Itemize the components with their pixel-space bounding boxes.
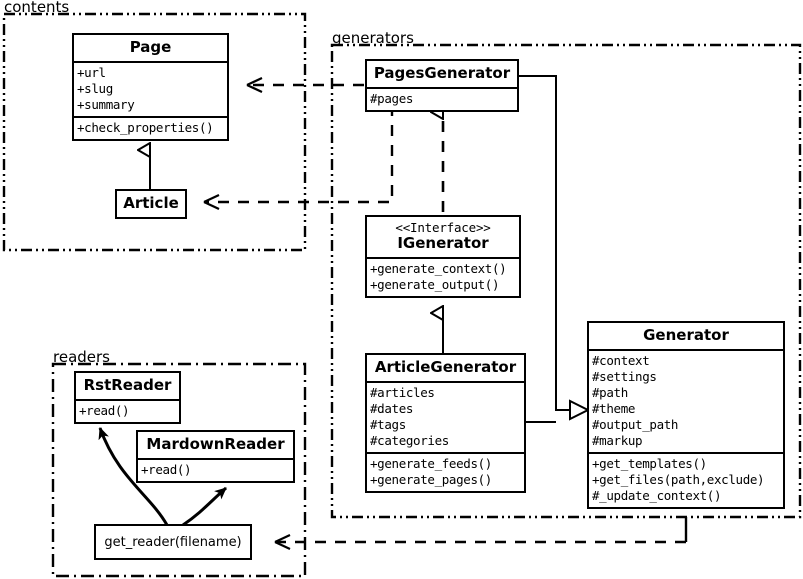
- attribute-path: #path: [592, 384, 628, 400]
- method-update-context: #_update_context(): [592, 487, 722, 503]
- method-read-markdown: +read(): [141, 461, 192, 477]
- attribute-tags: #tags: [370, 416, 406, 432]
- attribute-slug: +slug: [77, 80, 113, 96]
- class-box-pages-generator[interactable]: PagesGenerator #pages: [365, 59, 519, 112]
- attribute-categories: #categories: [370, 432, 449, 448]
- class-box-mardown-reader[interactable]: MardownReader +read(): [136, 430, 295, 483]
- attribute-markup: #markup: [592, 432, 643, 448]
- class-box-article[interactable]: Article: [115, 189, 187, 219]
- class-methods-igenerator: +generate_context() +generate_output(): [367, 259, 519, 296]
- class-stereotype-igenerator: <<Interface>>: [395, 220, 491, 235]
- method-get-files: +get_files(path,exclude): [592, 471, 765, 487]
- class-box-generator[interactable]: Generator #context #settings #path #them…: [587, 321, 785, 509]
- class-box-article-generator[interactable]: ArticleGenerator #articles #dates #tags …: [365, 353, 526, 493]
- method-generate-feeds: +generate_feeds(): [370, 455, 492, 471]
- class-box-igenerator[interactable]: <<Interface>> IGenerator +generate_conte…: [365, 215, 521, 298]
- attribute-articles: #articles: [370, 384, 435, 400]
- attribute-dates: #dates: [370, 400, 414, 416]
- attribute-output-path: #output_path: [592, 416, 679, 432]
- edge-generators-to-article: [203, 85, 394, 210]
- class-attributes-generator: #context #settings #path #theme #output_…: [589, 351, 783, 454]
- class-title-article: Article: [123, 194, 179, 212]
- attribute-context: #context: [592, 352, 650, 368]
- function-box-get-reader[interactable]: get_reader(filename): [94, 524, 252, 560]
- class-methods-mardown-reader: +read(): [138, 460, 293, 481]
- attribute-settings: #settings: [592, 368, 657, 384]
- attribute-theme: #theme: [592, 400, 636, 416]
- class-attributes-pages-generator: #pages: [367, 89, 517, 110]
- class-box-page[interactable]: Page +url +slug +summary +check_properti…: [72, 33, 229, 141]
- class-title-page: Page: [74, 35, 227, 63]
- class-title-rst-reader: RstReader: [76, 373, 179, 401]
- package-label-readers: readers: [53, 348, 110, 366]
- method-check-properties: +check_properties(): [77, 119, 214, 135]
- method-get-templates: +get_templates(): [592, 455, 707, 471]
- method-generate-output: +generate_output(): [370, 276, 500, 292]
- edge-getreader-to-mardownreader: [182, 486, 227, 527]
- attribute-summary: +summary: [77, 96, 135, 112]
- class-title-article-generator: ArticleGenerator: [367, 355, 524, 383]
- attribute-url: +url: [77, 64, 106, 80]
- method-read-rst: +read(): [79, 402, 130, 418]
- attribute-pages: #pages: [370, 90, 414, 106]
- function-label-get-reader: get_reader(filename): [104, 534, 242, 550]
- method-generate-context: +generate_context(): [370, 260, 507, 276]
- class-name-igenerator: IGenerator: [397, 234, 489, 252]
- class-title-igenerator: <<Interface>> IGenerator: [367, 217, 519, 259]
- class-methods-generator: +get_templates() +get_files(path,exclude…: [589, 454, 783, 507]
- package-label-generators: generators: [332, 29, 414, 47]
- class-title-generator: Generator: [589, 323, 783, 351]
- class-methods-rst-reader: +read(): [76, 401, 179, 422]
- edge-pagesgenerator-to-generator: [519, 75, 572, 411]
- class-title-pages-generator: PagesGenerator: [367, 61, 517, 89]
- class-methods-article-generator: +generate_feeds() +generate_pages(): [367, 454, 524, 491]
- method-generate-pages: +generate_pages(): [370, 471, 492, 487]
- class-attributes-page: +url +slug +summary: [74, 63, 227, 118]
- class-attributes-article-generator: #articles #dates #tags #categories: [367, 383, 524, 454]
- class-box-rst-reader[interactable]: RstReader +read(): [74, 371, 181, 424]
- generator-inheritance-arrowhead: [569, 399, 591, 421]
- package-label-contents: contents: [4, 0, 70, 16]
- class-methods-page: +check_properties(): [74, 118, 227, 139]
- class-title-mardown-reader: MardownReader: [138, 432, 293, 460]
